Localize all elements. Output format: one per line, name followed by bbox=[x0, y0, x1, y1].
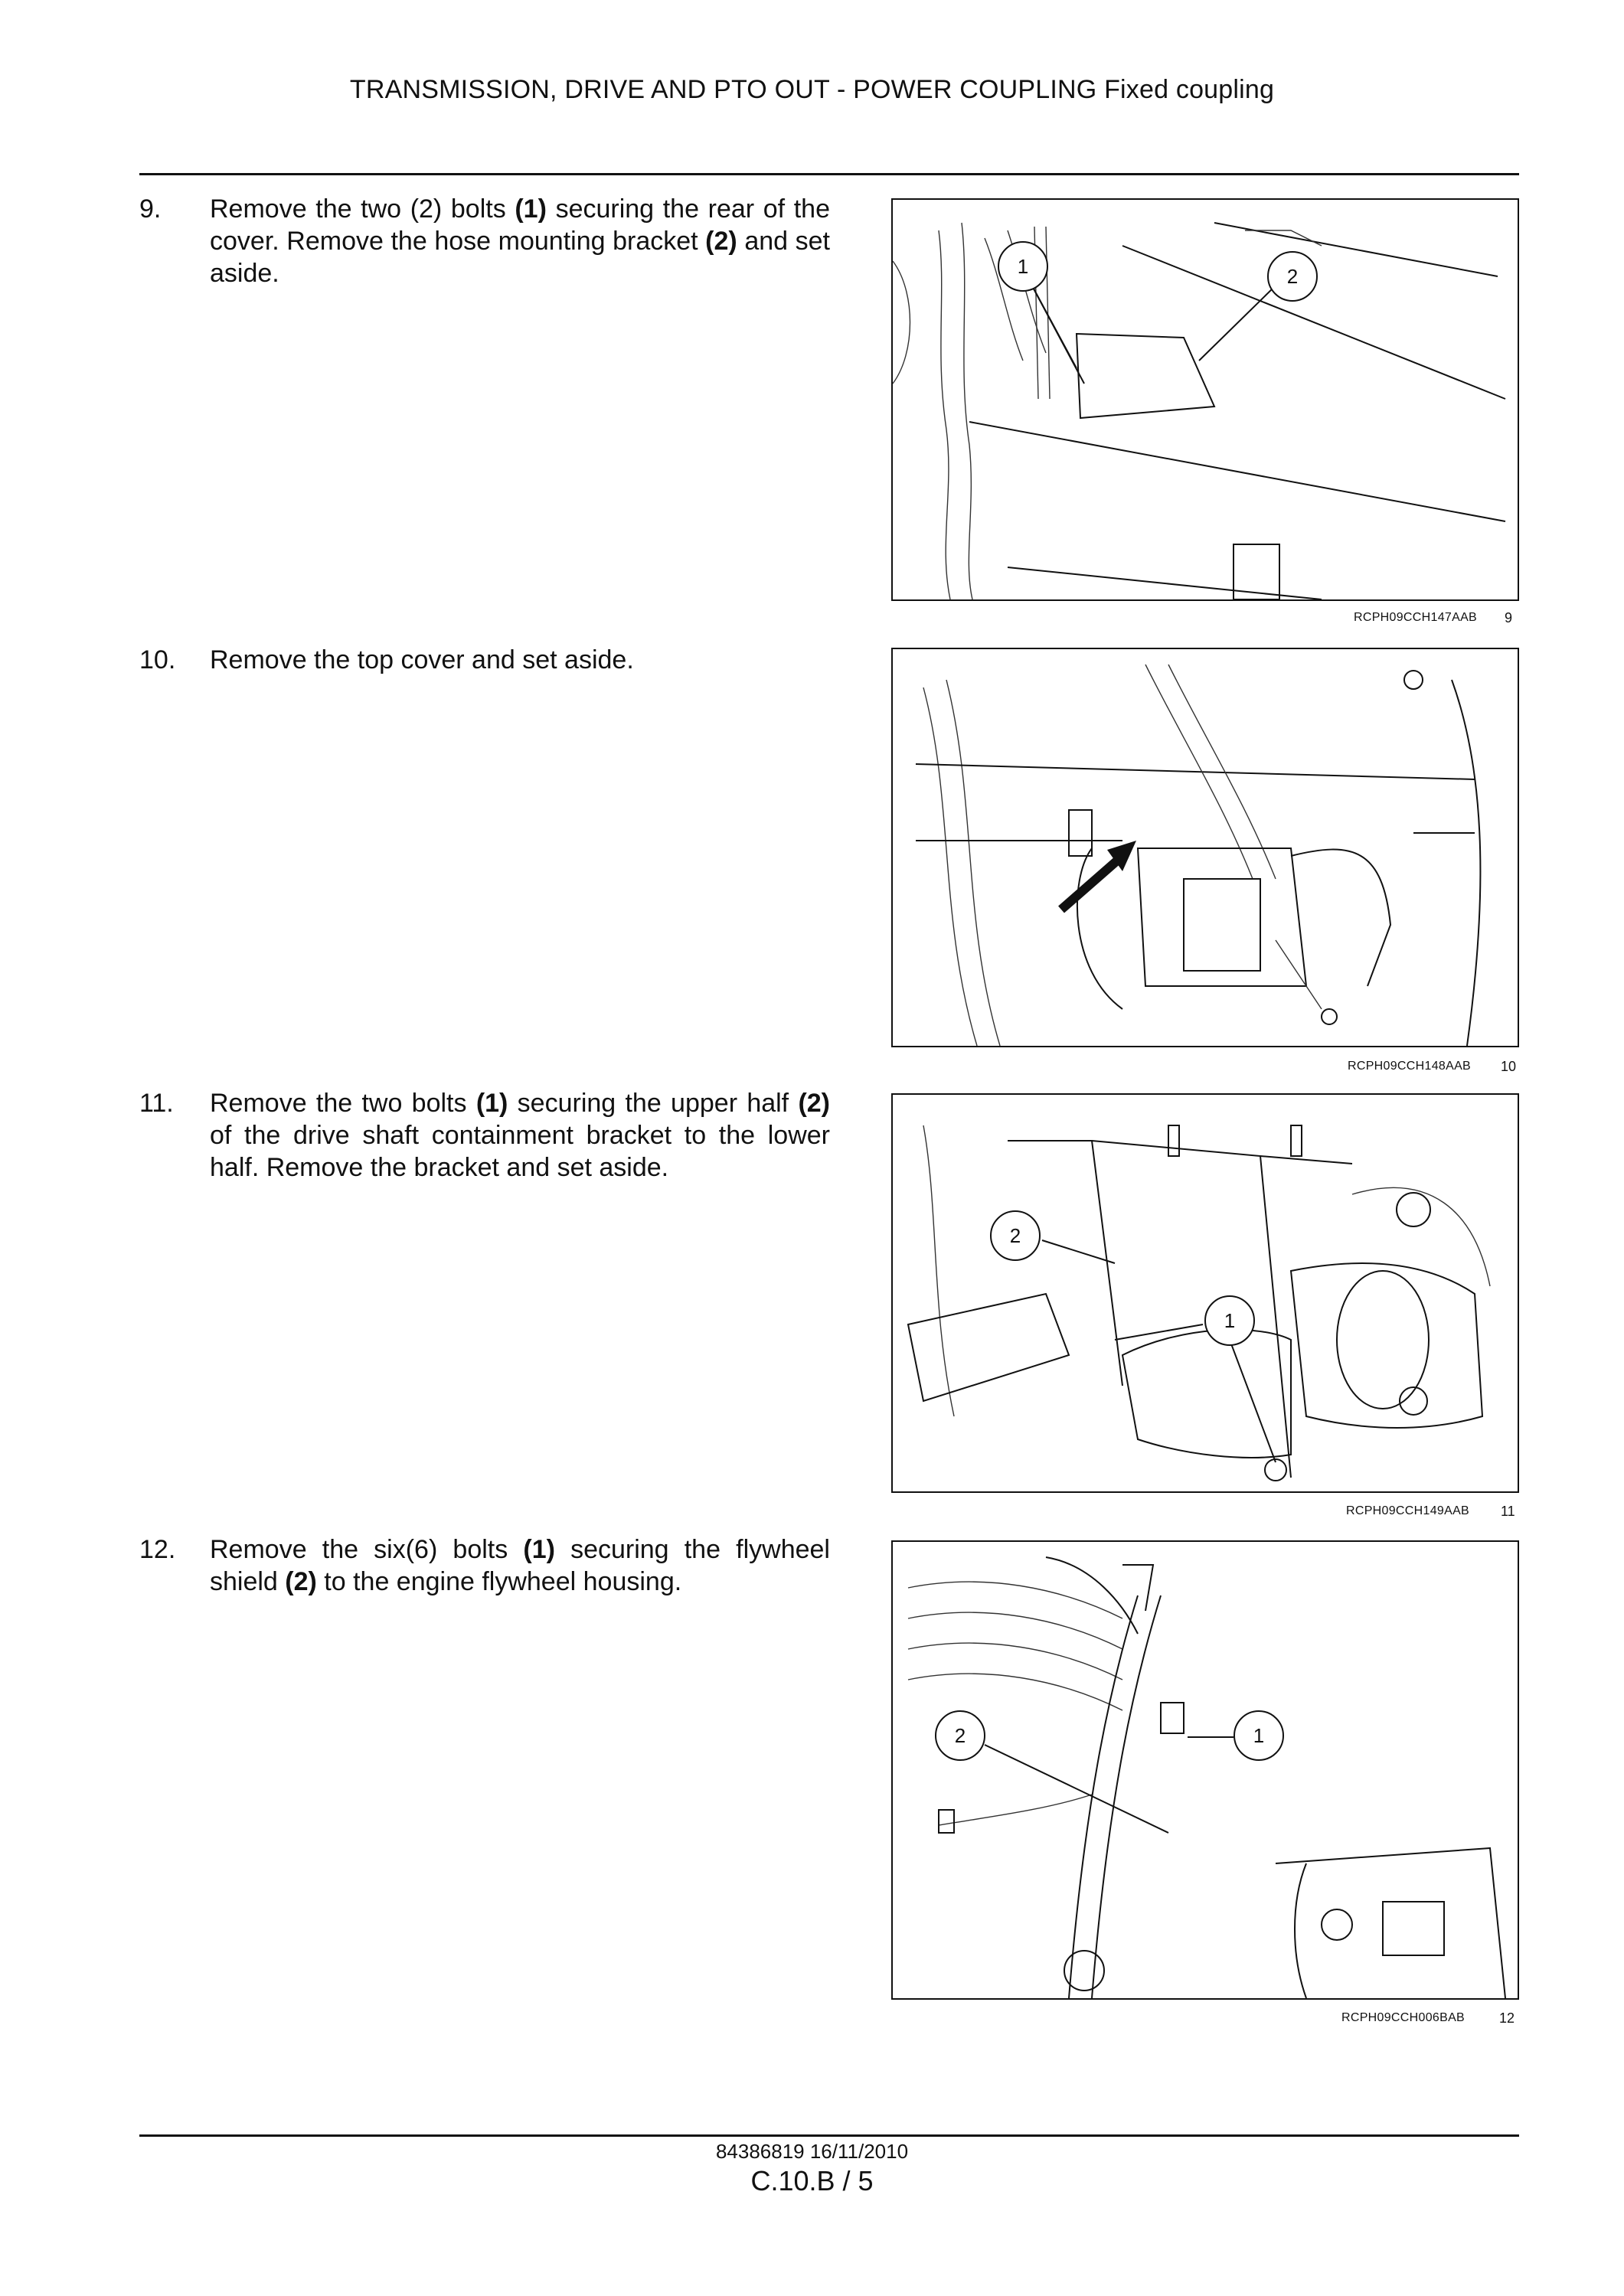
callout-1: 1 bbox=[998, 241, 1085, 384]
figure-10-illustration bbox=[891, 648, 1519, 1047]
svg-text:2: 2 bbox=[955, 1724, 966, 1747]
step-number: 12. bbox=[139, 1535, 176, 1564]
footer-rule bbox=[139, 2134, 1519, 2137]
svg-text:2: 2 bbox=[1010, 1224, 1021, 1247]
figure-code: RCPH09CCH147AAB bbox=[1354, 611, 1478, 624]
step-number: 11. bbox=[139, 1089, 174, 1118]
callout-1: 1 bbox=[1114, 1295, 1276, 1463]
callout-2: 2 bbox=[1198, 251, 1318, 361]
header-rule bbox=[139, 173, 1519, 175]
page-header: TRANSMISSION, DRIVE AND PTO OUT - POWER … bbox=[349, 75, 1275, 104]
step-text: Remove the two (2) bolts (1) securing th… bbox=[210, 194, 830, 288]
step-text: Remove the two bolts (1) securing the up… bbox=[210, 1089, 830, 1182]
figure-number: 9 bbox=[1505, 610, 1513, 625]
figure-11-illustration: 2 1 bbox=[891, 1093, 1519, 1493]
figure-code: RCPH09CCH148AAB bbox=[1348, 1060, 1472, 1073]
figure-9-illustration: 1 2 bbox=[891, 198, 1519, 601]
callout-2: 2 bbox=[935, 1710, 1169, 1834]
callout-1: 1 bbox=[1188, 1710, 1284, 1761]
figure-code: RCPH09CCH006BAB bbox=[1341, 2011, 1466, 2024]
step-text: Remove the top cover and set aside. bbox=[210, 645, 634, 674]
svg-text:1: 1 bbox=[1253, 1724, 1264, 1747]
figure-12-illustration: 2 1 bbox=[891, 1540, 1519, 2000]
svg-text:1: 1 bbox=[1224, 1309, 1235, 1332]
figure-number: 12 bbox=[1499, 2010, 1515, 2026]
svg-text:2: 2 bbox=[1287, 265, 1298, 288]
step-number: 10. bbox=[139, 645, 176, 674]
step-text: Remove the six(6) bolts (1) securing the… bbox=[210, 1535, 830, 1596]
page-number: C.10.B / 5 bbox=[750, 2165, 874, 2196]
figure-number: 10 bbox=[1501, 1059, 1517, 1074]
callout-2: 2 bbox=[990, 1210, 1116, 1264]
figure-code: RCPH09CCH149AAB bbox=[1346, 1504, 1470, 1517]
step-number: 9. bbox=[139, 194, 162, 224]
svg-text:1: 1 bbox=[1018, 255, 1028, 278]
figure-number: 11 bbox=[1501, 1504, 1515, 1519]
document-code: 84386819 16/11/2010 bbox=[715, 2140, 909, 2163]
